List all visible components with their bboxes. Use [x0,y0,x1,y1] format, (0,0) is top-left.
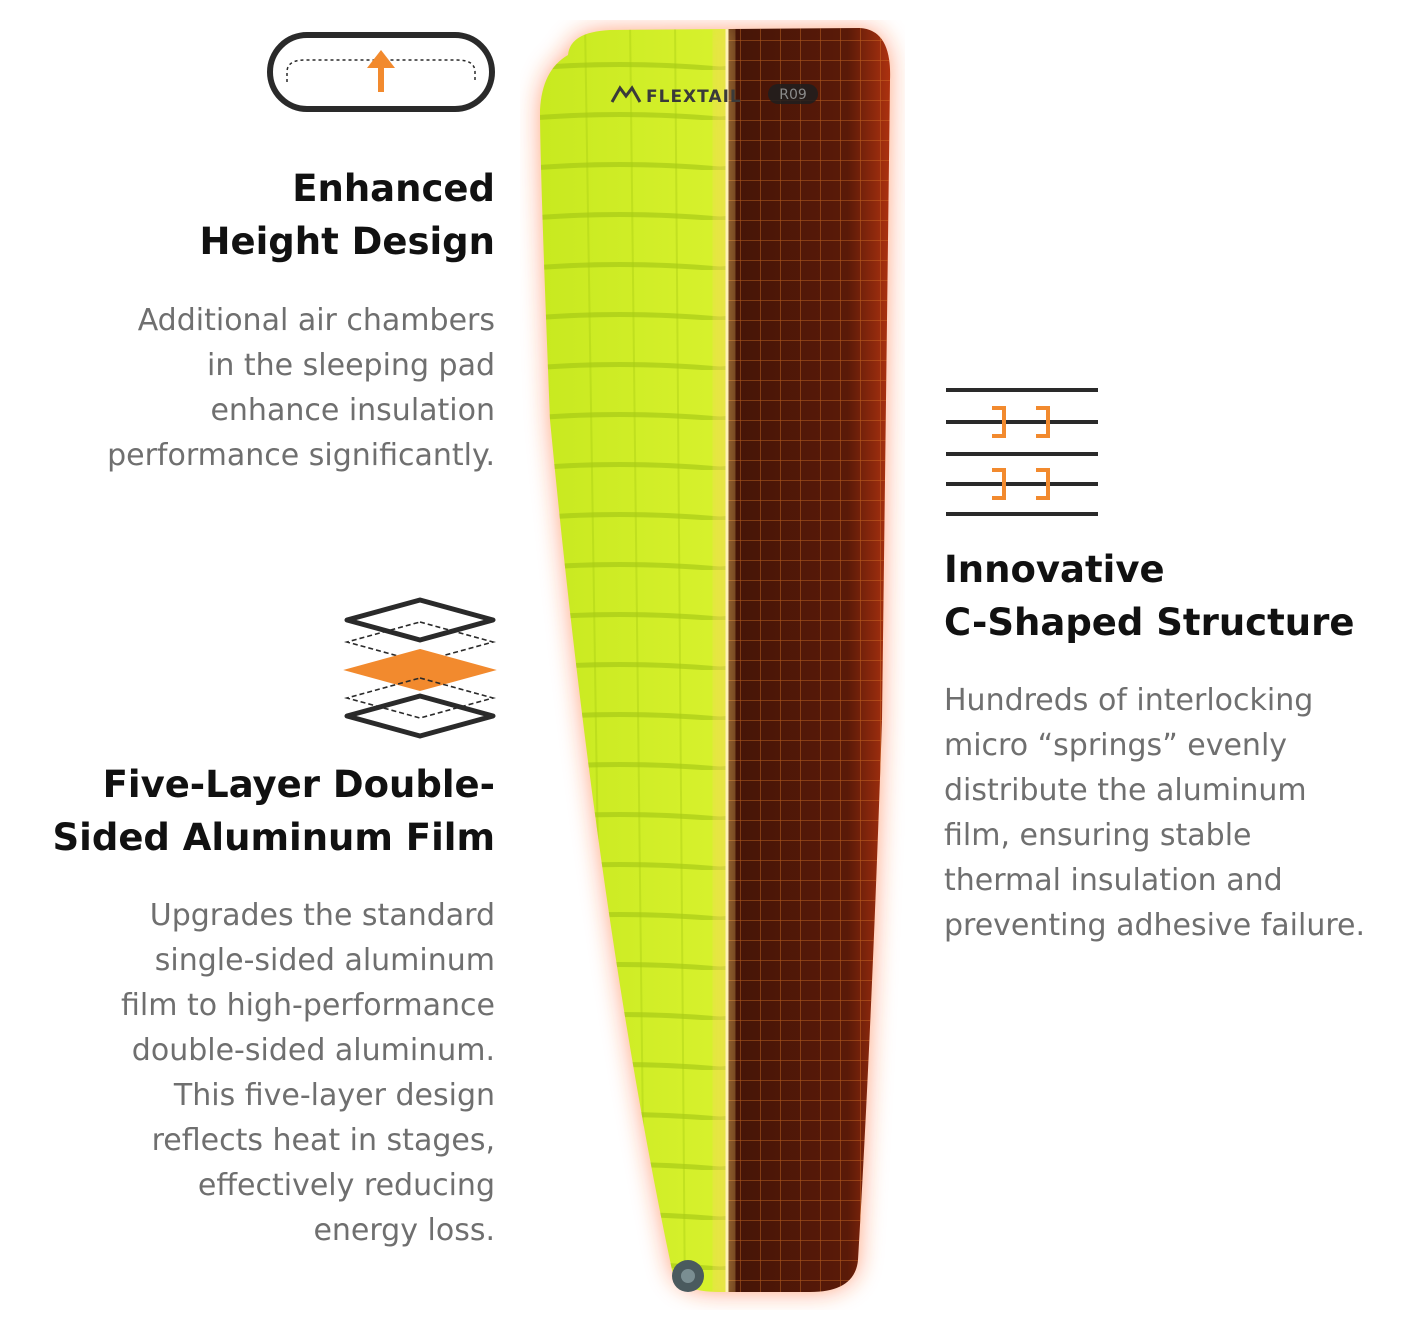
desc-line: distribute the aluminum [944,773,1307,808]
desc-line: effectively reducing [197,1168,495,1203]
model-label: R09 [779,87,807,103]
sleeping-pad-illustration: FLEXTAIL R09 [520,20,905,1310]
mountain-logo-icon [610,85,642,103]
c-shaped-structure-title: Innovative C-Shaped Structure [944,543,1419,649]
model-badge [768,84,818,104]
desc-line: enhance insulation [210,393,495,428]
desc-line: thermal insulation and [944,863,1283,898]
desc-line: preventing adhesive failure. [944,908,1365,943]
title-line: Enhanced [292,167,495,210]
raised-height-icon [265,30,497,114]
desc-line: single-sided aluminum [154,943,495,978]
enhanced-height-description: Additional air chambers in the sleeping … [0,298,495,478]
desc-line: film, ensuring stable [944,818,1252,853]
desc-line: reflects heat in stages, [151,1123,495,1158]
title-line: Five-Layer Double- [102,763,495,806]
desc-line: Additional air chambers [137,303,495,338]
title-line: Height Design [199,220,495,263]
title-line: Sided Aluminum Film [52,816,495,859]
title-line: Innovative [944,548,1165,591]
five-layers-icon [343,592,498,742]
desc-line: performance significantly. [107,438,495,473]
desc-line: Upgrades the standard [149,898,495,933]
enhanced-height-title: Enhanced Height Design [0,162,495,268]
c-shaped-springs-icon [940,384,1103,520]
c-shaped-structure-description: Hundreds of interlocking micro “springs”… [944,678,1419,948]
desc-line: Hundreds of interlocking [944,683,1314,718]
desc-line: film to high-performance [120,988,495,1023]
desc-line: double-sided aluminum. [131,1033,495,1068]
title-line: C-Shaped Structure [944,601,1355,644]
desc-line: energy loss. [313,1213,495,1248]
desc-line: micro “springs” evenly [944,728,1288,763]
five-layer-film-description: Upgrades the standard single-sided alumi… [0,893,495,1253]
five-layer-film-title: Five-Layer Double- Sided Aluminum Film [0,758,495,864]
brand-label: FLEXTAIL [646,87,742,107]
desc-line: This five-layer design [173,1078,495,1113]
valve-icon [672,1260,704,1292]
desc-line: in the sleeping pad [207,348,495,383]
